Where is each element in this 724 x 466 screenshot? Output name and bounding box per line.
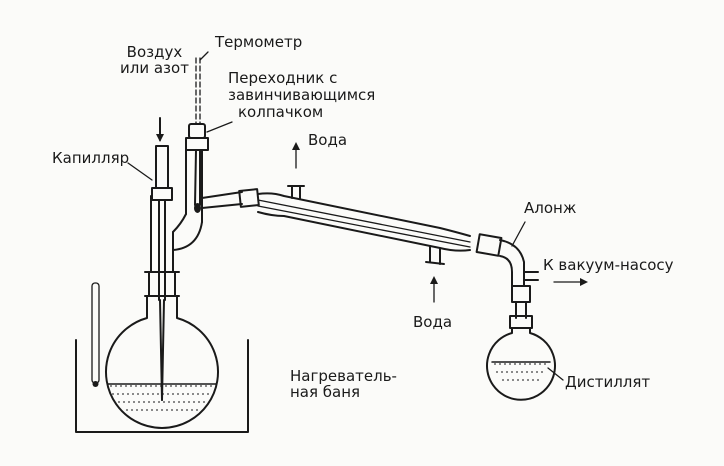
vacuum-arrow (553, 278, 588, 286)
label-air-nitrogen: Воздух или азот (120, 44, 189, 76)
label-distillate: Дистиллят (565, 373, 651, 391)
label-heating-bath-line2: ная баня (290, 383, 361, 401)
label-allihn-adapter: Алонж (524, 199, 577, 217)
label-air-nitrogen-line2: или азот (120, 59, 189, 77)
water-in-arrow (430, 276, 438, 303)
label-water-out: Вода (308, 131, 348, 149)
thermometer (194, 57, 201, 213)
label-thermometer: Термометр (215, 33, 303, 51)
leader-lines (127, 51, 564, 381)
receiver-flask (486, 327, 556, 401)
label-to-vacuum-pump: К вакуум-насосу (543, 256, 674, 274)
claisen-adapter (144, 149, 203, 297)
label-heating-bath: Нагреватель- ная баня (290, 368, 397, 400)
screw-cap-adapter (185, 123, 209, 151)
label-screw-cap-adapter: Переходник с завинчивающимся колпачком (228, 70, 375, 121)
label-adapter-line3: колпачком (238, 103, 324, 121)
liebig-condenser (257, 185, 471, 265)
allihn-adapter (475, 233, 539, 329)
label-adapter-line2: завинчивающимся (228, 86, 376, 104)
side-arm (201, 188, 260, 209)
label-heating-bath-line1: Нагреватель- (290, 367, 397, 385)
label-adapter-line1: Переходник с (228, 69, 338, 87)
bath-thermometer (91, 282, 100, 387)
capillary-tube (151, 117, 173, 401)
label-capillary: Капилляр (52, 149, 130, 167)
heating-bath (75, 339, 249, 433)
water-out-arrow (292, 142, 300, 169)
label-water-in: Вода (413, 313, 453, 331)
label-air-nitrogen-line1: Воздух (126, 43, 183, 61)
